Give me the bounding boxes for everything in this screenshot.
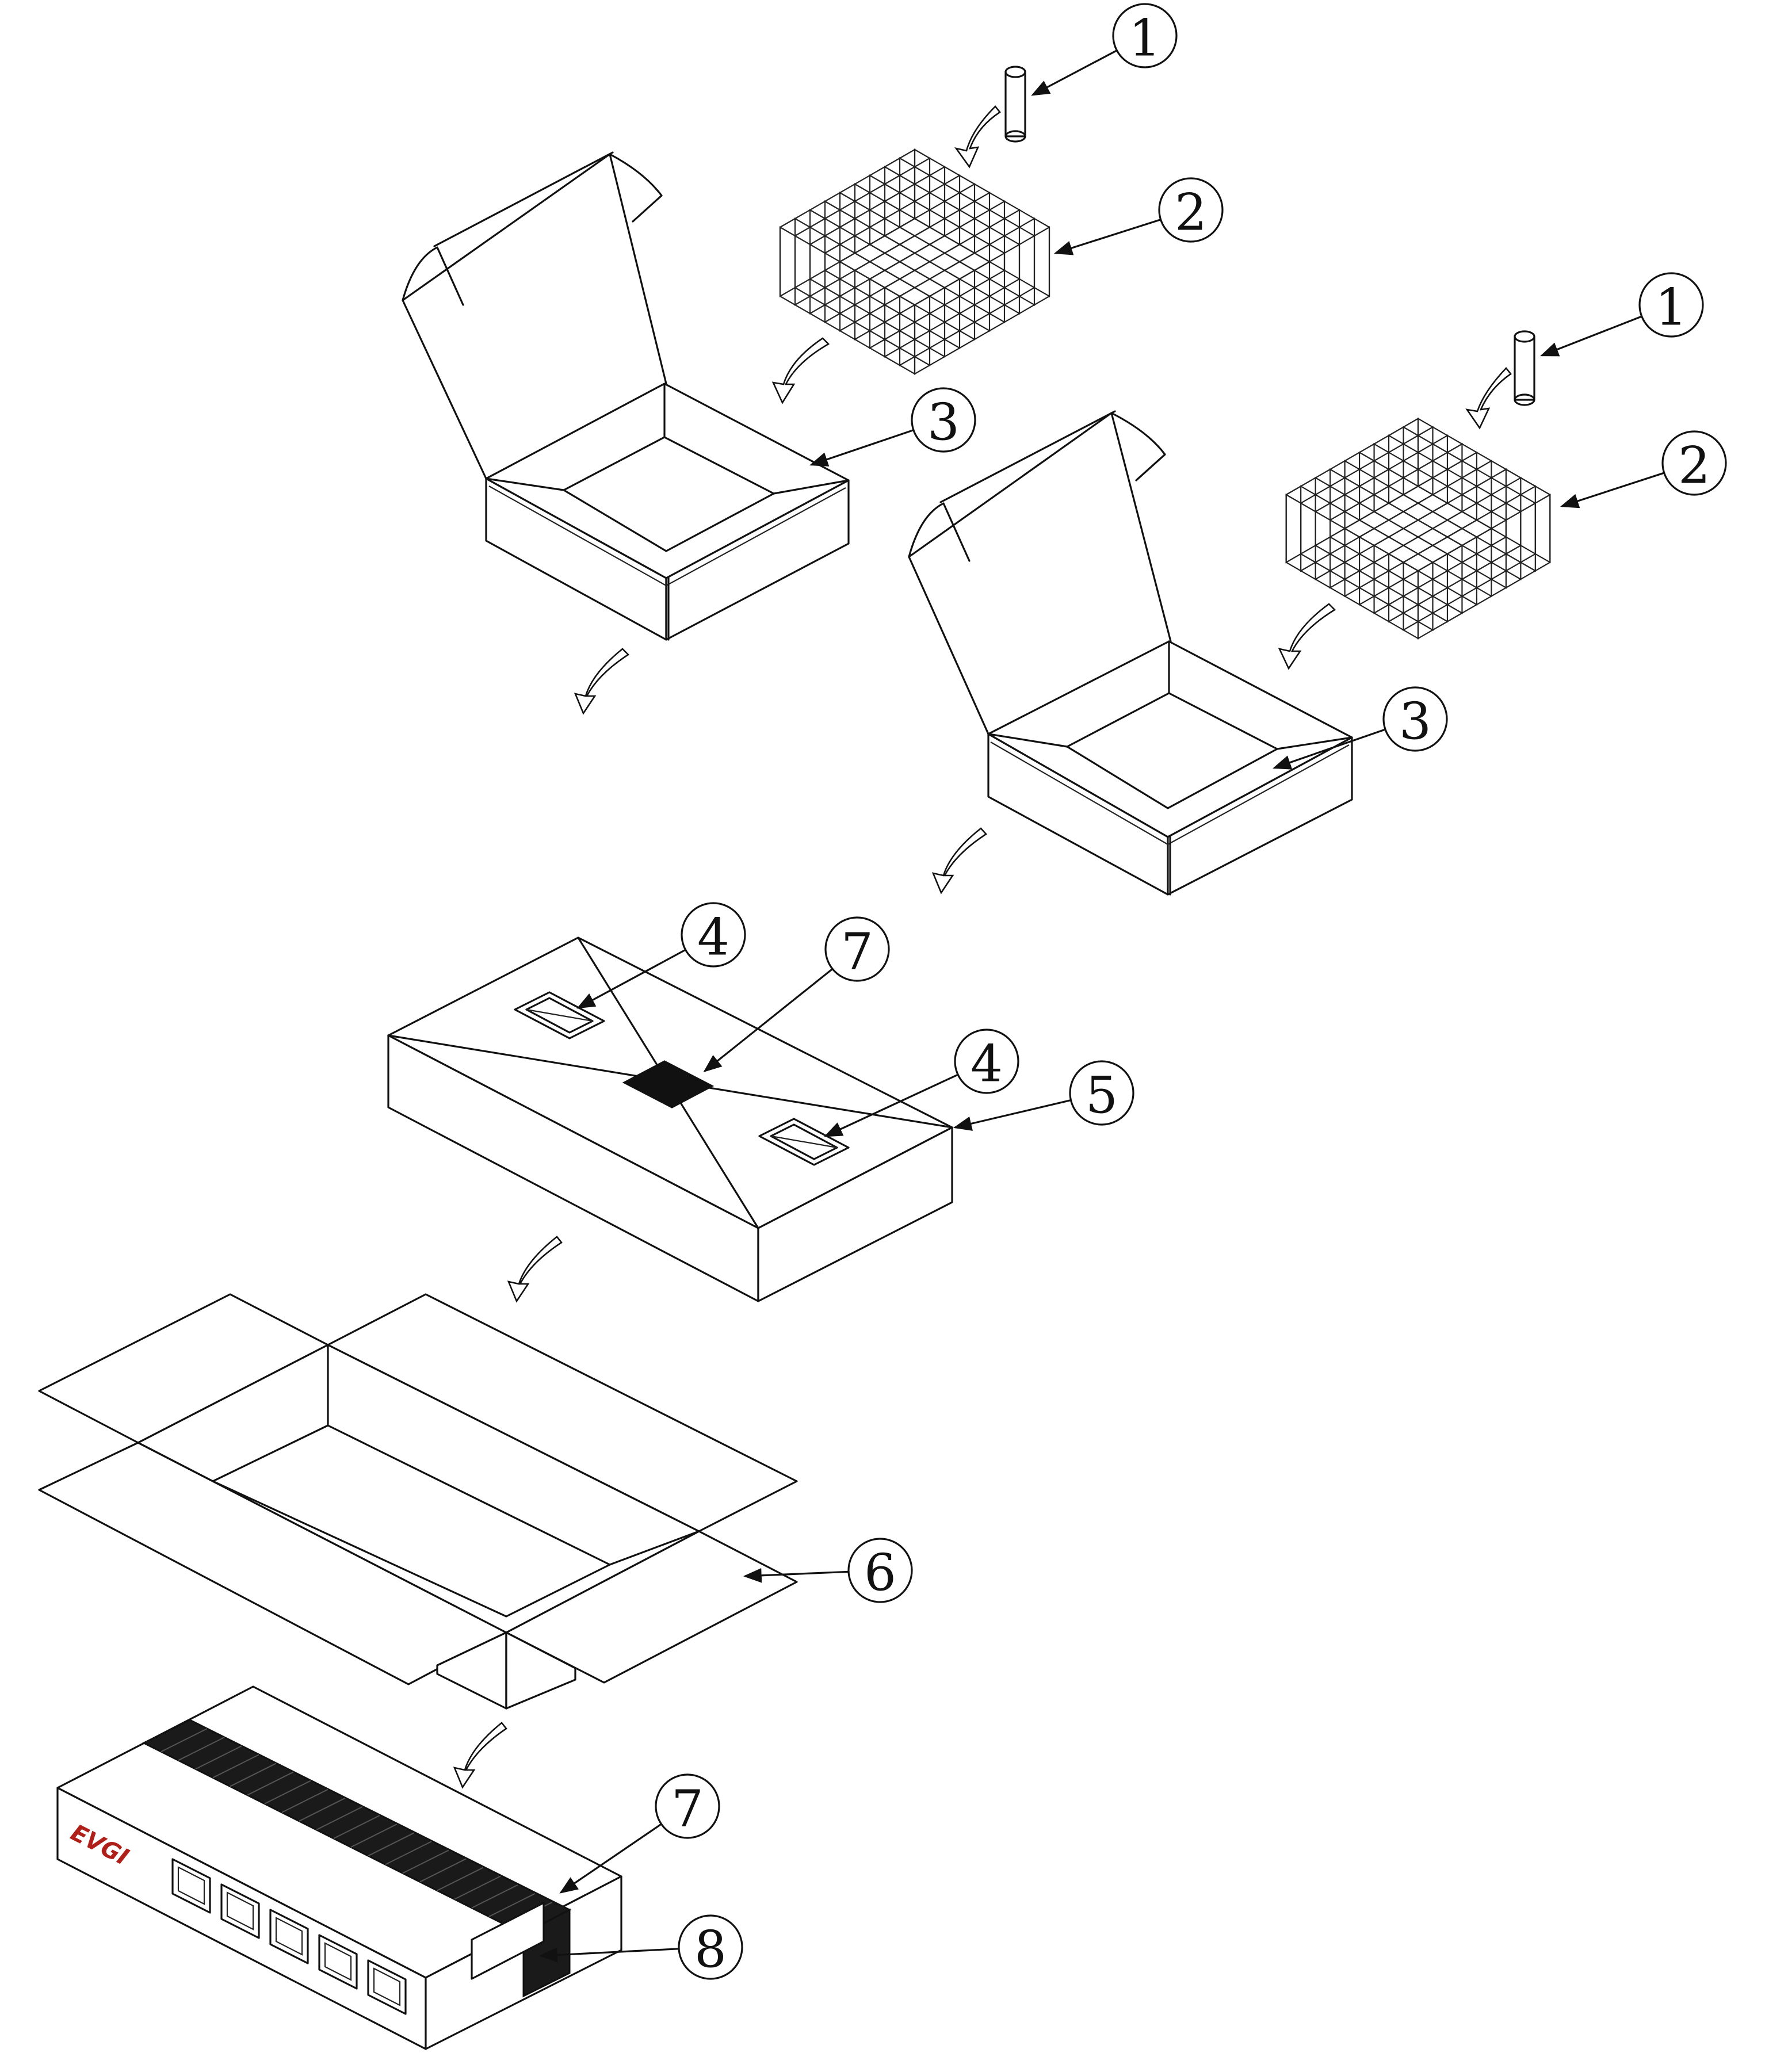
tape-segment (316, 1806, 363, 1830)
tape-segment (230, 1763, 277, 1787)
flow-arrow-icon (574, 648, 630, 715)
callout-leader (1540, 315, 1642, 357)
grid-divider-part-2-left (779, 148, 1050, 375)
tape-segment (212, 1754, 259, 1779)
outer-carton-part-6 (38, 1293, 798, 1710)
callout-number: 1 (1655, 278, 1687, 337)
tape-segment (178, 1737, 225, 1761)
callout-leader (703, 968, 834, 1072)
flow-arrow-icon (507, 1236, 563, 1303)
callout-leader (576, 949, 686, 1009)
callout-number: 2 (1678, 436, 1710, 495)
handling-icon (177, 1866, 205, 1905)
callout-number: 2 (1175, 183, 1207, 242)
callout-leader (1053, 219, 1162, 255)
tape-band-part-7 (142, 1719, 572, 1998)
mailer-box-part-3-right (908, 410, 1353, 896)
callout-circle (824, 916, 890, 982)
handling-icon-box (269, 1909, 309, 1964)
callout-circle (911, 387, 976, 453)
flow-arrow-icon (1465, 367, 1512, 430)
tape-segment (385, 1841, 432, 1865)
flow-arrow-icon (931, 827, 987, 894)
callout-circle (655, 1773, 720, 1839)
callout-number: 5 (1086, 1066, 1118, 1125)
pin-part-1-right (1514, 330, 1535, 406)
callout-circle (954, 1029, 1019, 1094)
sealed-box-part-5 (387, 936, 953, 1302)
callout-circle (1382, 686, 1448, 752)
tape-segment (419, 1858, 467, 1883)
flow-arrow-icon (771, 337, 830, 404)
handling-icon (226, 1891, 254, 1930)
callout-leader (1560, 472, 1665, 509)
callout-leader (1031, 49, 1118, 96)
tape-segment (368, 1832, 415, 1857)
finished-carton: EVGI (56, 1685, 622, 2050)
side-label-part-8 (471, 1902, 545, 1980)
callout-circle (1661, 430, 1727, 496)
tape-segment (454, 1875, 501, 1900)
handling-icon-box (171, 1858, 211, 1914)
callout-circle (1112, 3, 1178, 68)
grid-wall (914, 226, 1050, 375)
handling-icon-box (318, 1934, 358, 1990)
grid-divider-part-2-right (1285, 417, 1551, 640)
callout-leader (559, 1823, 662, 1894)
callout-circle (847, 1538, 913, 1603)
callout-leader (538, 1947, 679, 1963)
pin-part-1-left (1004, 66, 1026, 143)
callout-circle (1158, 177, 1224, 243)
callout-number: 8 (694, 1920, 727, 1979)
mailer-box-part-3-left (402, 151, 850, 641)
tape-segment (281, 1788, 328, 1813)
callout-number: 7 (841, 922, 873, 981)
callout-circle (681, 902, 746, 968)
callout-leader (743, 1568, 849, 1583)
tape-segment (437, 1867, 484, 1891)
callout-number: 1 (1129, 9, 1161, 68)
tape-segment (299, 1797, 346, 1822)
tape-segment (247, 1771, 294, 1796)
callout-leader (1272, 728, 1386, 770)
handling-icon-box (220, 1883, 260, 1939)
callout-labels: 1 2 3 1 2 3 4 7 4 5 6 7 8 (538, 3, 1727, 1980)
callout-number: 3 (1399, 692, 1431, 751)
tape-segment (161, 1728, 208, 1752)
callout-leader (809, 429, 914, 467)
callout-circle (1069, 1060, 1134, 1126)
callout-leader (824, 1073, 958, 1137)
handling-icon (275, 1917, 303, 1956)
flow-arrow-icon (1278, 603, 1336, 670)
callout-number: 4 (971, 1034, 1003, 1094)
tape-segment (333, 1815, 380, 1839)
tape-segment (195, 1745, 242, 1770)
grid-wall (1417, 494, 1551, 640)
handling-icon (373, 1967, 401, 2006)
handling-icons (171, 1858, 407, 2015)
tape-segment (471, 1884, 518, 1909)
flow-arrow-icon (453, 1722, 507, 1789)
tape-segment (402, 1849, 449, 1874)
callout-circle (678, 1914, 743, 1980)
tape-segment (350, 1823, 398, 1848)
tape-segment (488, 1893, 536, 1917)
callout-leader (953, 1099, 1071, 1131)
handling-icon (324, 1942, 352, 1981)
callout-number: 4 (697, 908, 729, 967)
callout-circle (1638, 272, 1704, 338)
tape-segment (264, 1780, 311, 1805)
callout-number: 7 (671, 1779, 704, 1838)
handling-icon-box (367, 1959, 407, 2015)
callout-number: 6 (864, 1543, 896, 1603)
flow-arrow-icon (954, 105, 1001, 169)
callout-number: 3 (927, 393, 960, 452)
